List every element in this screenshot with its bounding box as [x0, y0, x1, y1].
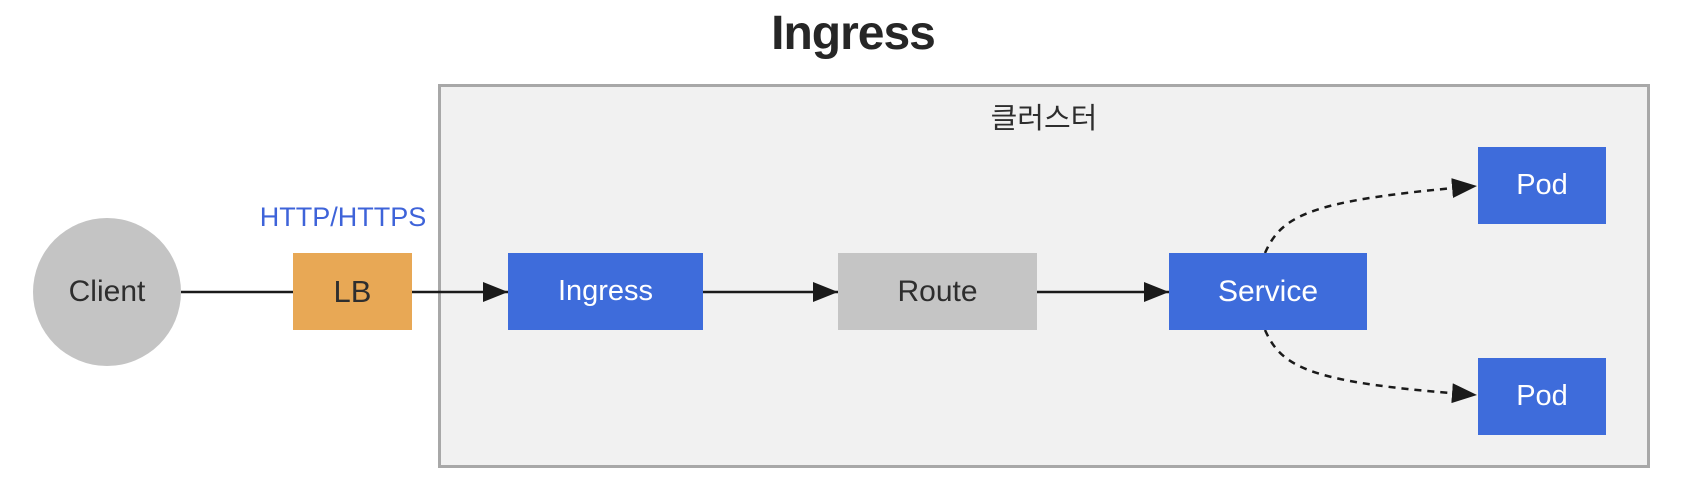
edge-service-pod-top: [1263, 178, 1478, 254]
edge-label-http-https: HTTP/HTTPS: [259, 202, 427, 232]
ingress-node: Ingress: [508, 253, 703, 330]
service-node: Service: [1169, 253, 1367, 330]
client-node: Client: [33, 218, 181, 366]
pod-bottom-node: Pod: [1478, 358, 1606, 435]
cluster-label: 클러스터: [990, 103, 1098, 135]
service-label: Service: [1217, 274, 1319, 308]
ingress-label: Ingress: [557, 275, 654, 307]
lb-label: LB: [333, 273, 372, 309]
pod-top-node: Pod: [1478, 147, 1606, 224]
pod-bottom-label: Pod: [1516, 380, 1568, 412]
diagram-title: Ingress: [771, 7, 936, 60]
client-label: Client: [68, 275, 146, 308]
lb-node: LB: [293, 253, 412, 330]
route-label: Route: [897, 274, 978, 308]
route-node: Route: [838, 253, 1037, 330]
edge-service-pod-bottom: [1263, 329, 1478, 404]
pod-top-label: Pod: [1516, 169, 1568, 201]
